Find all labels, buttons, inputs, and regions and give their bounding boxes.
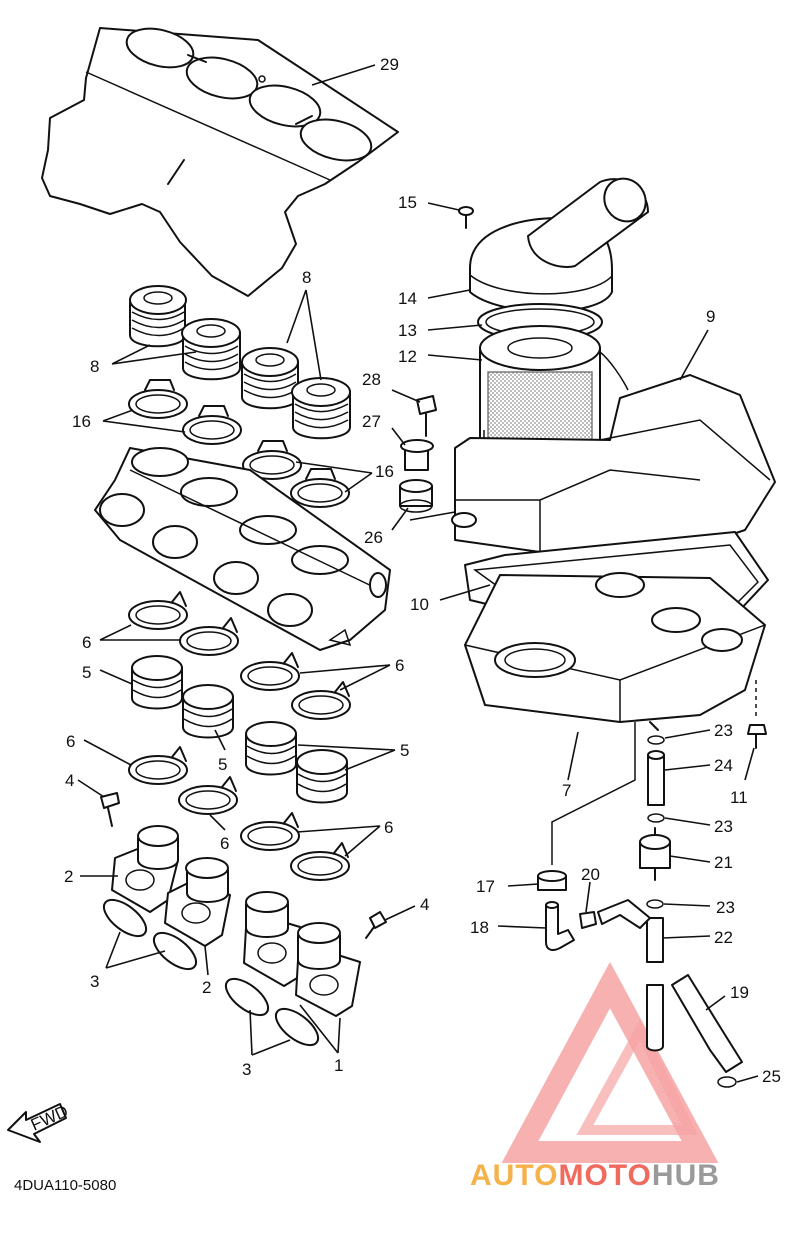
callout-23-c: 23 bbox=[716, 898, 735, 917]
callout-6-c: 6 bbox=[66, 732, 75, 751]
part-7-case-bottom bbox=[464, 572, 766, 731]
callout-5-b: 5 bbox=[218, 755, 227, 774]
part-29-cover bbox=[41, 27, 399, 297]
leader-lines bbox=[77, 64, 759, 1083]
callout-20: 20 bbox=[581, 865, 600, 884]
watermark-part-auto: AUTO bbox=[470, 1159, 558, 1192]
part-6-clamps-a bbox=[128, 591, 351, 720]
callout-6-a: 6 bbox=[82, 633, 91, 652]
carburetor-assembly bbox=[94, 447, 391, 651]
part-15-screw bbox=[458, 206, 474, 229]
part-19-hose bbox=[671, 974, 743, 1073]
callout-3-left: 3 bbox=[90, 972, 99, 991]
callout-11: 11 bbox=[730, 788, 748, 807]
callout-2-bottom: 2 bbox=[202, 978, 211, 997]
part-1-manifolds bbox=[243, 891, 361, 1017]
callout-10: 10 bbox=[410, 595, 429, 614]
callout-18: 18 bbox=[470, 918, 489, 937]
callout-12: 12 bbox=[398, 347, 417, 366]
fwd-label: FWD bbox=[28, 1102, 71, 1135]
diagram-code: 4DUA110-5080 bbox=[14, 1177, 116, 1194]
callout-3-bottom: 3 bbox=[242, 1060, 251, 1079]
callout-23-b: 23 bbox=[714, 817, 733, 836]
callout-15: 15 bbox=[398, 193, 417, 212]
callout-4-left: 4 bbox=[65, 771, 74, 790]
callout-24: 24 bbox=[714, 756, 733, 775]
callout-25: 25 bbox=[762, 1067, 781, 1086]
callout-17: 17 bbox=[476, 877, 495, 896]
callout-1: 1 bbox=[334, 1056, 343, 1075]
callout-8-top: 8 bbox=[302, 268, 311, 287]
part-5-joints bbox=[131, 655, 348, 804]
part-11-screw bbox=[747, 680, 767, 749]
callout-27: 27 bbox=[362, 412, 381, 431]
part-8-funnels bbox=[129, 285, 351, 440]
callout-16-left: 16 bbox=[72, 412, 91, 431]
callout-6-b: 6 bbox=[395, 656, 404, 675]
callout-labels: 29 15 14 13 12 9 8 8 28 27 16 16 26 10 6… bbox=[64, 55, 781, 1086]
callout-26: 26 bbox=[364, 528, 383, 547]
part-6-clamps-b bbox=[128, 746, 350, 881]
callout-22: 22 bbox=[714, 928, 733, 947]
part-16-clamps bbox=[128, 379, 350, 508]
part-22-hose bbox=[646, 917, 664, 1052]
watermark-text: AUTOMOTOHUB bbox=[470, 1159, 720, 1192]
watermark-part-moto: MOTO bbox=[558, 1159, 651, 1192]
part-23-clips bbox=[646, 735, 665, 909]
callout-6-e: 6 bbox=[384, 818, 393, 837]
part-9-case-top bbox=[451, 351, 776, 553]
callout-8-left: 8 bbox=[90, 357, 99, 376]
callout-14: 14 bbox=[398, 289, 417, 308]
part-18-pipe bbox=[545, 901, 575, 951]
part-20-clip bbox=[579, 899, 651, 929]
part-3-gaskets bbox=[102, 898, 320, 1047]
part-28-bolt bbox=[416, 395, 437, 437]
watermark-part-hub: HUB bbox=[652, 1159, 720, 1192]
fwd-arrow-icon: FWD bbox=[7, 1102, 71, 1143]
part-14-cleaner-cap bbox=[469, 177, 649, 313]
part-4-screws bbox=[100, 792, 387, 939]
part-26-grommet bbox=[399, 479, 433, 513]
part-17-grommet bbox=[537, 722, 636, 891]
callout-5-c: 5 bbox=[400, 741, 409, 760]
part-25-clip bbox=[717, 1076, 737, 1088]
callout-5-a: 5 bbox=[82, 663, 91, 682]
part-24-hose bbox=[647, 750, 665, 806]
callout-9: 9 bbox=[706, 307, 715, 326]
callout-29: 29 bbox=[380, 55, 399, 74]
watermark-logo bbox=[501, 961, 719, 1163]
callout-16-right: 16 bbox=[375, 462, 394, 481]
callout-21: 21 bbox=[714, 853, 733, 872]
callout-7: 7 bbox=[562, 781, 571, 800]
callout-19: 19 bbox=[730, 983, 749, 1002]
callout-28: 28 bbox=[362, 370, 381, 389]
callout-13: 13 bbox=[398, 321, 417, 340]
callout-23-a: 23 bbox=[714, 721, 733, 740]
callout-6-d: 6 bbox=[220, 834, 229, 853]
callout-4-right: 4 bbox=[420, 895, 429, 914]
part-27-collar bbox=[400, 439, 434, 471]
part-21-filter bbox=[639, 827, 671, 881]
part-2-manifolds bbox=[111, 825, 231, 947]
callout-2-left: 2 bbox=[64, 867, 73, 886]
